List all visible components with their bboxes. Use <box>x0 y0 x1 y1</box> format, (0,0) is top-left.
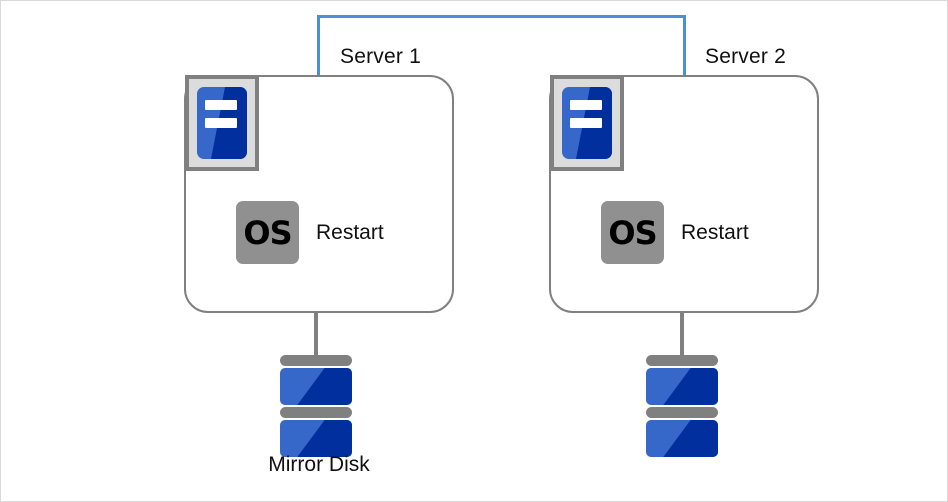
disk-platter-upper-shade <box>297 368 352 405</box>
server-1-disk-connector <box>314 312 318 357</box>
os-badge-label: OS <box>608 213 657 252</box>
disk-platter-upper-shade <box>663 368 718 405</box>
server-icon <box>550 75 624 171</box>
os-badge-label: OS <box>243 213 292 252</box>
os-badge-icon: OS <box>236 201 299 264</box>
mirror-disk-label: Mirror Disk <box>268 453 370 476</box>
server-2-label: Server 2 <box>705 45 786 68</box>
server-icon-bar-bottom <box>570 118 602 128</box>
disk-platter-lower-shade <box>663 420 718 457</box>
disk-bar-middle <box>280 407 352 418</box>
server-icon-bar-top <box>570 100 602 110</box>
disk-bar-middle <box>646 407 718 418</box>
server-2-status-group: OS Restart <box>601 201 749 264</box>
disk-platter-lower <box>646 420 718 457</box>
server-1-disk-icon[interactable] <box>280 355 352 459</box>
server-2-status-text: Restart <box>681 220 749 244</box>
server-icon-bar-bottom <box>205 118 237 128</box>
disk-platter-lower-shade <box>297 420 352 457</box>
disk-platter-upper <box>646 368 718 405</box>
server-icon-body <box>197 87 247 159</box>
disk-bar-top <box>280 355 352 366</box>
server-icon-bar-top <box>205 100 237 110</box>
server-1-label: Server 1 <box>340 45 421 68</box>
os-badge-icon: OS <box>601 201 664 264</box>
disk-platter-lower <box>280 420 352 457</box>
interconnect-line-right <box>683 15 686 76</box>
server-2-box[interactable]: OS Restart <box>549 75 819 313</box>
server-icon-body <box>562 87 612 159</box>
server-2-disk-icon[interactable] <box>646 355 718 459</box>
server-1-box[interactable]: OS Restart <box>184 75 454 313</box>
interconnect-line-top <box>317 15 686 18</box>
server-2-disk-connector <box>680 312 684 357</box>
server-icon <box>185 75 259 171</box>
server-1-status-group: OS Restart <box>236 201 384 264</box>
disk-platter-upper <box>280 368 352 405</box>
interconnect-line-left <box>317 15 320 76</box>
disk-bar-top <box>646 355 718 366</box>
server-1-status-text: Restart <box>316 220 384 244</box>
